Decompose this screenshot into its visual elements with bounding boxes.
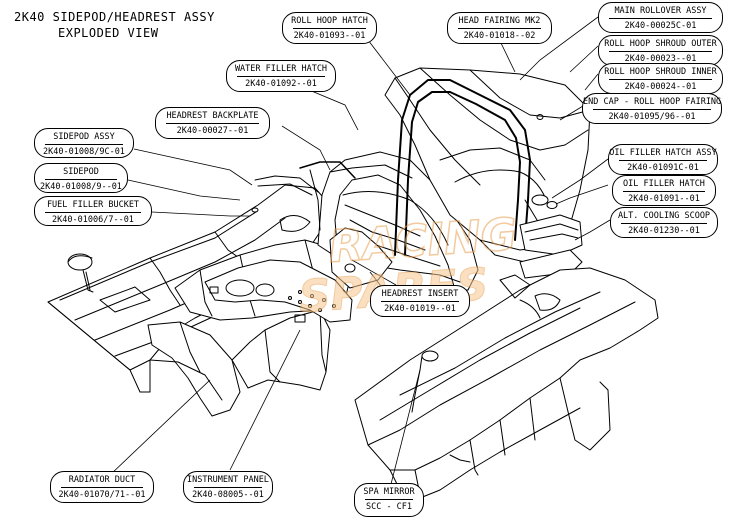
callout-divider bbox=[365, 499, 413, 500]
callout-divider bbox=[623, 191, 705, 192]
callout-divider bbox=[293, 28, 366, 29]
callout-name: ROLL HOOP HATCH bbox=[291, 16, 368, 26]
callout-sidepod: SIDEPOD 2K40-01008/9--01 bbox=[34, 163, 128, 193]
callout-roll-hoop-shroud-inner: ROLL HOOP SHROUD INNER 2K40-00024--01 bbox=[598, 63, 723, 94]
callout-code: 2K40-01008/9C-01 bbox=[43, 147, 125, 157]
callout-name: FUEL FILLER BUCKET bbox=[46, 200, 140, 210]
callout-code: 2K40-08005--01 bbox=[192, 490, 264, 500]
callout-code: 2K40-01091--01 bbox=[628, 194, 700, 204]
callout-divider bbox=[609, 79, 712, 80]
callout-code: SCC - CF1 bbox=[365, 502, 413, 512]
callout-end-cap-roll-hoop-fairing: END CAP - ROLL HOOP FAIRING 2K40-01095/9… bbox=[582, 93, 722, 124]
callout-divider bbox=[609, 18, 712, 19]
callout-divider bbox=[609, 51, 712, 52]
callout-headrest-insert: HEADREST INSERT 2K40-01019--01 bbox=[370, 285, 470, 317]
callout-name: ROLL HOOP SHROUD INNER bbox=[604, 67, 717, 77]
callout-code: 2K40-00027--01 bbox=[176, 126, 249, 136]
callout-roll-hoop-shroud-outer: ROLL HOOP SHROUD OUTER 2K40-00023--01 bbox=[598, 35, 723, 66]
callout-name: SPA MIRROR bbox=[363, 487, 415, 497]
callout-code: 2K40-01008/9--01 bbox=[40, 182, 122, 192]
callout-alt-cooling-scoop: ALT. COOLING SCOOP 2K40-01230--01 bbox=[610, 207, 718, 238]
callout-name: OIL FILLER HATCH ASSY bbox=[609, 148, 717, 158]
callout-code: 2K40-01006/7--01 bbox=[52, 215, 134, 225]
fuel-filler-bucket-drawing bbox=[67, 253, 94, 293]
callout-name: SIDEPOD bbox=[63, 167, 99, 177]
diagram-title-line1: 2K40 SIDEPOD/HEADREST ASSY bbox=[14, 10, 215, 24]
callout-name: HEADREST INSERT bbox=[381, 289, 459, 299]
callout-divider bbox=[621, 223, 707, 224]
callout-divider bbox=[381, 301, 459, 302]
callout-water-filler-hatch: WATER FILLER HATCH 2K40-01092--01 bbox=[226, 60, 336, 92]
callout-code: 2K40-00025C-01 bbox=[624, 21, 697, 31]
callout-instrument-panel: INSTRUMENT PANEL 2K40-08005--01 bbox=[183, 471, 273, 503]
callout-code: 2K40-01019--01 bbox=[384, 304, 456, 314]
callout-name: END CAP - ROLL HOOP FAIRING bbox=[583, 97, 722, 107]
callout-name: WATER FILLER HATCH bbox=[234, 64, 328, 74]
callout-code: 2K40-01230--01 bbox=[628, 226, 700, 236]
callout-name: ALT. COOLING SCOOP bbox=[617, 211, 711, 221]
callout-radiator-duct: RADIATOR DUCT 2K40-01070/71--01 bbox=[50, 471, 154, 503]
callout-oil-filler-hatch: OIL FILLER HATCH 2K40-01091--01 bbox=[612, 175, 716, 206]
callout-code: 2K40-01070/71--01 bbox=[58, 490, 146, 500]
callout-divider bbox=[593, 109, 711, 110]
callout-code: 2K40-00023--01 bbox=[624, 54, 697, 64]
callout-name: RADIATOR DUCT bbox=[68, 475, 136, 485]
callout-name: SIDEPOD ASSY bbox=[53, 132, 115, 142]
callout-fuel-filler-bucket: FUEL FILLER BUCKET 2K40-01006/7--01 bbox=[34, 196, 152, 226]
callout-main-rollover-assy: MAIN ROLLOVER ASSY 2K40-00025C-01 bbox=[598, 2, 723, 33]
callout-code: 2K40-01095/96--01 bbox=[608, 112, 696, 122]
right-sidepod-drawing bbox=[354, 267, 659, 501]
callout-name: HEAD FAIRING MK2 bbox=[458, 16, 541, 26]
callout-spa-mirror: SPA MIRROR SCC - CF1 bbox=[354, 483, 424, 517]
callout-divider bbox=[61, 487, 143, 488]
callout-sidepod-assy: SIDEPOD ASSY 2K40-01008/9C-01 bbox=[34, 128, 134, 158]
callout-divider bbox=[194, 487, 262, 488]
callout-divider bbox=[45, 144, 123, 145]
callout-code: 2K40-01092--01 bbox=[245, 79, 317, 89]
callout-code: 2K40-01093--01 bbox=[293, 31, 366, 41]
callout-divider bbox=[458, 28, 541, 29]
callout-head-fairing-mk2: HEAD FAIRING MK2 2K40-01018--02 bbox=[447, 12, 552, 44]
callout-code: 2K40-00024--01 bbox=[624, 82, 697, 92]
callout-name: OIL FILLER HATCH bbox=[623, 179, 705, 189]
callout-code: 2K40-01018--02 bbox=[463, 31, 536, 41]
callout-divider bbox=[237, 76, 325, 77]
callout-oil-filler-hatch-assy: OIL FILLER HATCH ASSY 2K40-01091C-01 bbox=[608, 144, 718, 175]
callout-divider bbox=[45, 212, 141, 213]
main-roll-hoop-drawing bbox=[299, 79, 531, 256]
callout-name: MAIN ROLLOVER ASSY bbox=[614, 6, 707, 16]
callout-divider bbox=[166, 123, 259, 124]
callout-headrest-backplate: HEADREST BACKPLATE 2K40-00027--01 bbox=[155, 107, 270, 139]
callout-divider bbox=[45, 179, 117, 180]
callout-name: HEADREST BACKPLATE bbox=[166, 111, 259, 121]
callout-roll-hoop-hatch: ROLL HOOP HATCH 2K40-01093--01 bbox=[282, 12, 377, 44]
diagram-title-line2: EXPLODED VIEW bbox=[58, 26, 159, 40]
instrument-panel-drawing bbox=[204, 259, 353, 323]
callout-divider bbox=[619, 160, 707, 161]
callout-code: 2K40-01091C-01 bbox=[627, 163, 699, 173]
callout-name: ROLL HOOP SHROUD OUTER bbox=[604, 39, 717, 49]
callout-name: INSTRUMENT PANEL bbox=[187, 475, 269, 485]
leader-lines bbox=[109, 16, 611, 489]
